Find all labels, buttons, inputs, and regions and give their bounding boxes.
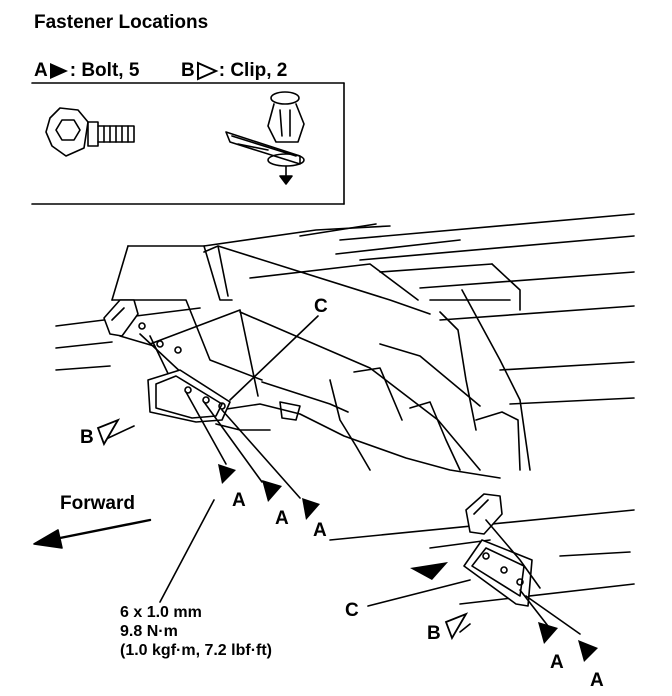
callout-b-right: B [427, 623, 441, 644]
bolt-size-spec: 6 x 1.0 mm [120, 604, 202, 621]
clip-icon [225, 91, 305, 185]
callout-a-4: A [550, 652, 564, 673]
right-clip-bracket [429, 493, 503, 549]
callout-a-3: A [313, 520, 327, 541]
legend-bolt: A : Bolt, 5 [34, 60, 139, 82]
left-mounting-plate [147, 369, 301, 499]
bolt-arrow-3 [302, 498, 320, 520]
callout-b-left: B [80, 427, 94, 448]
bolt-arrow-markers [218, 464, 598, 662]
bolt-icon [45, 107, 135, 157]
hollow-arrow-icon [196, 61, 219, 81]
bolt-arrow-2 [262, 480, 282, 502]
callout-a-2: A [275, 508, 289, 529]
left-clip-bracket [103, 299, 201, 391]
clip-arrow-left [96, 418, 121, 447]
legend-box [31, 82, 345, 205]
forward-arrow [33, 518, 152, 549]
legend-clip: B : Clip, 2 [181, 60, 287, 82]
legend-clip-letter: B [181, 60, 195, 81]
bolt-arrow-1 [218, 464, 236, 484]
callout-a-1: A [232, 490, 246, 511]
legend-bolt-label: : Bolt, 5 [69, 60, 140, 81]
callout-c-bottom: C [345, 600, 359, 621]
forward-label: Forward [60, 493, 135, 514]
bolt-arrow-c [410, 562, 448, 580]
diagram-title: Fastener Locations [34, 12, 209, 33]
bulkhead-assembly [111, 223, 531, 479]
leader-lines [103, 315, 471, 633]
torque-alt-spec: (1.0 kgf·m, 7.2 lbf·ft) [120, 642, 273, 659]
callout-a-5: A [590, 670, 604, 691]
floor-lines [55, 213, 635, 605]
right-mounting-plate [463, 519, 581, 635]
clip-arrow-right [444, 612, 469, 641]
torque-nm-spec: 9.8 N·m [120, 623, 178, 640]
legend-clip-label: : Clip, 2 [218, 60, 288, 81]
legend-bolt-letter: A [34, 60, 48, 81]
callout-c-top: C [314, 296, 328, 317]
bolt-arrow-4 [538, 622, 558, 644]
bolt-arrow-5 [578, 640, 598, 662]
filled-arrow-icon [49, 62, 68, 79]
